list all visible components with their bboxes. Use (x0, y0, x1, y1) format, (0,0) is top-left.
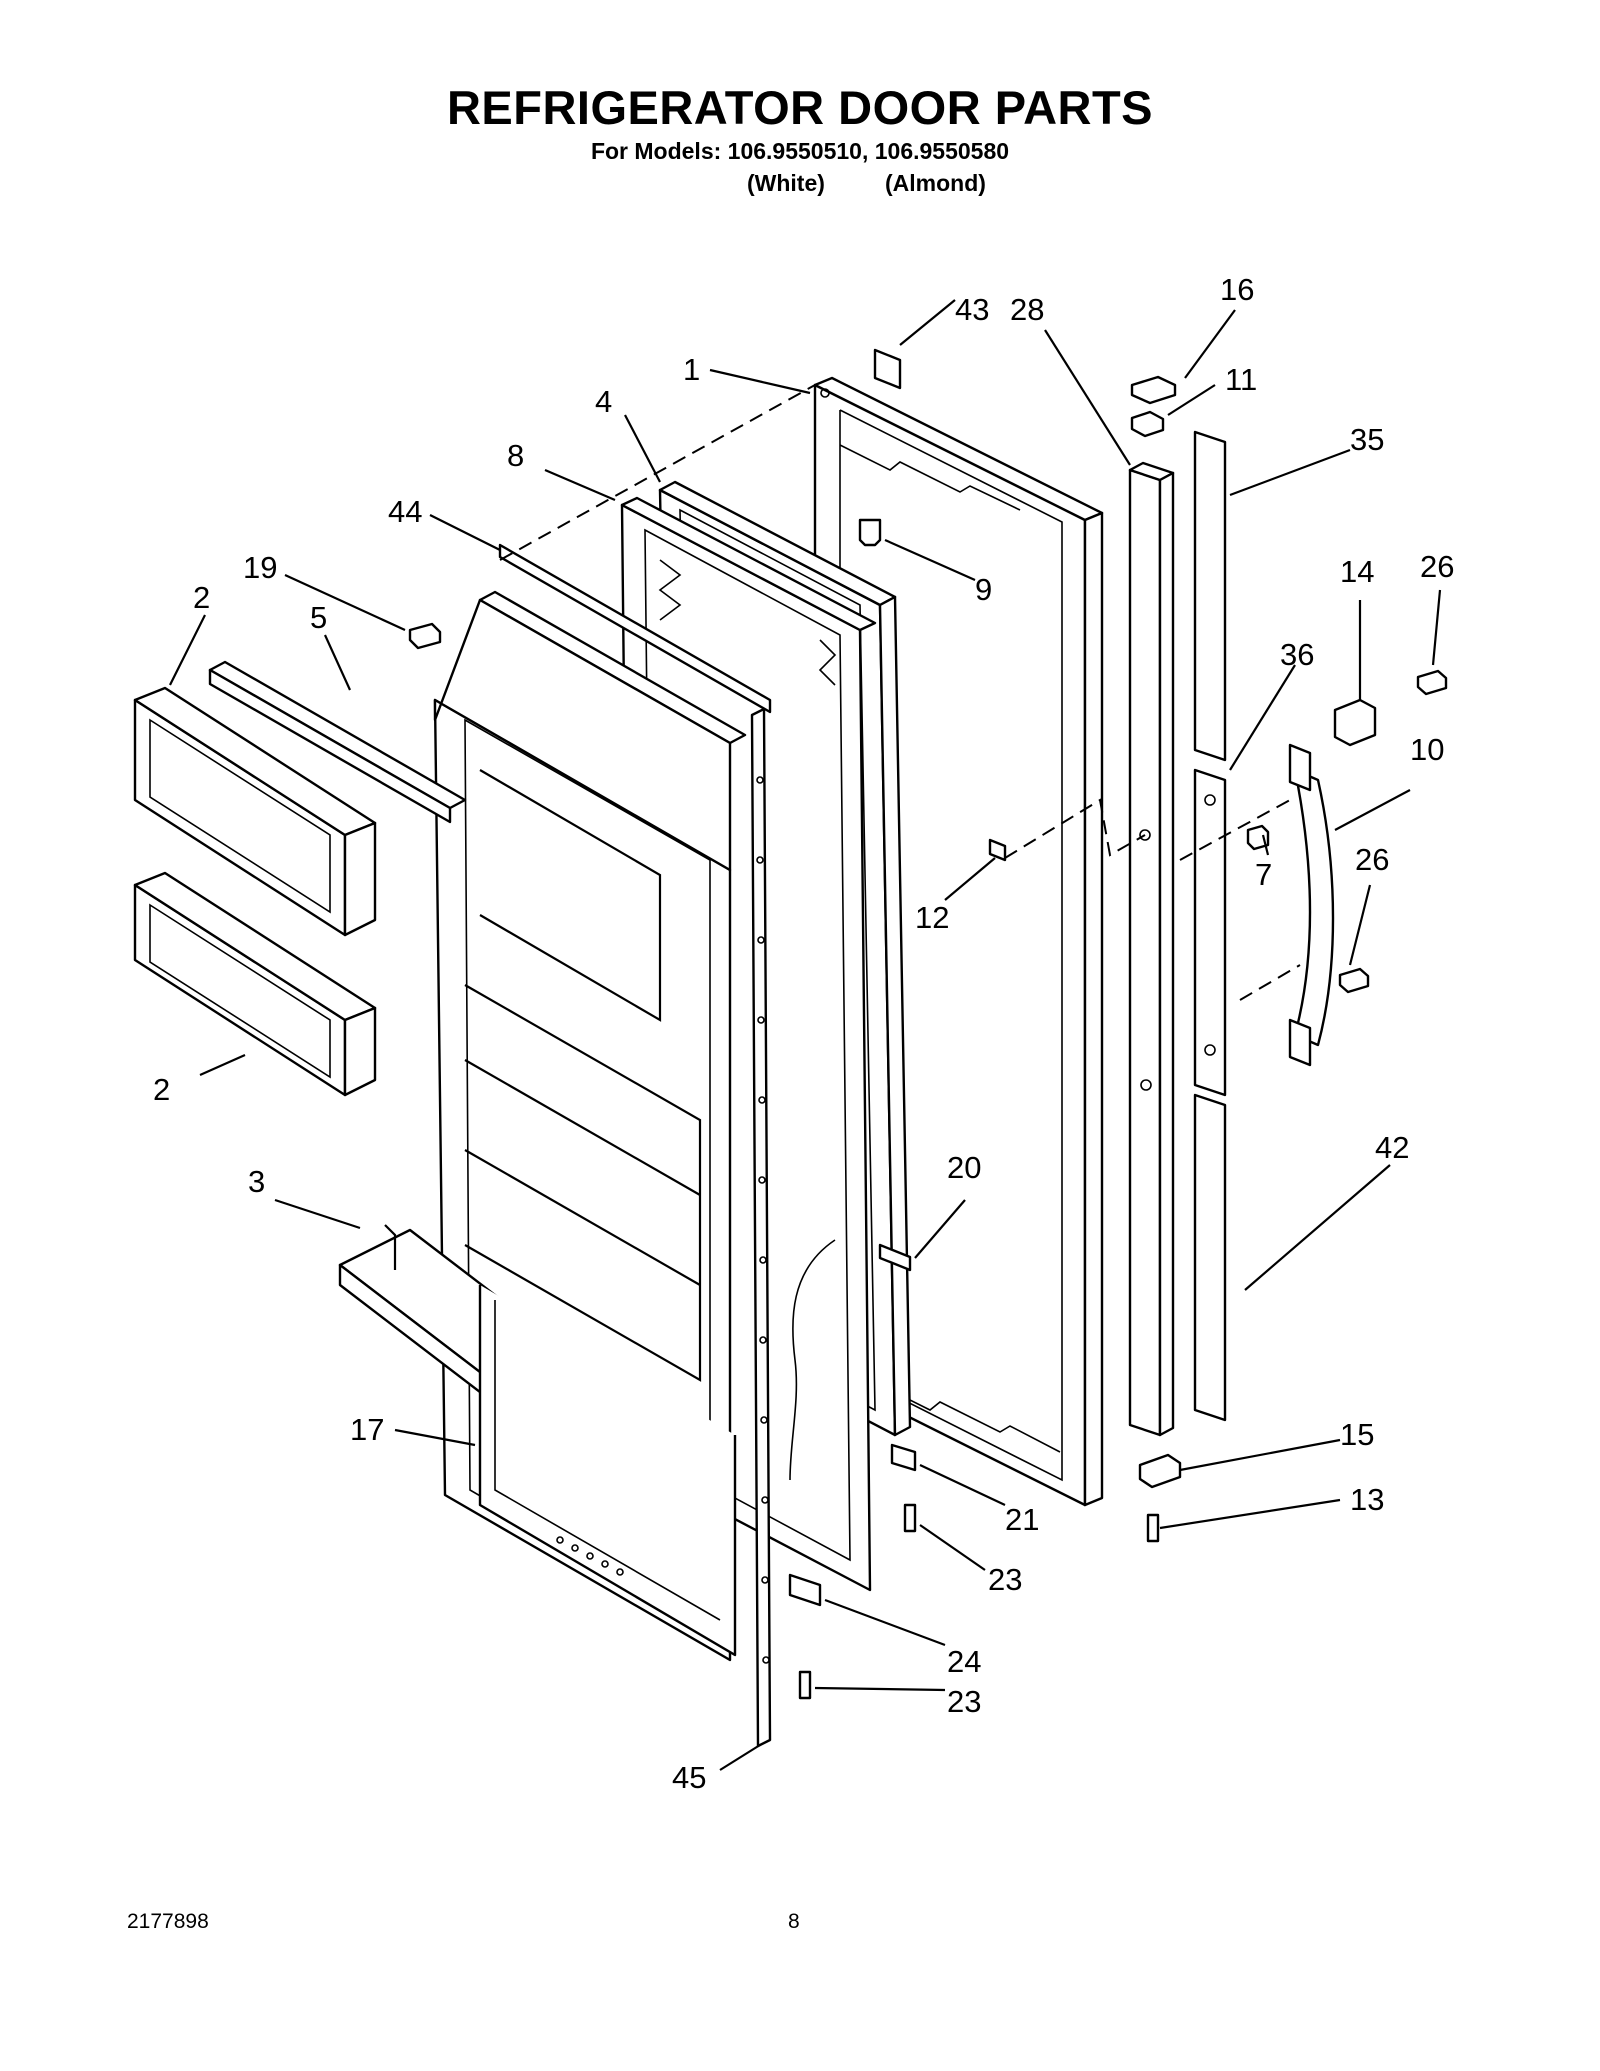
label-plate (873, 348, 902, 390)
callout-11: 11 (1225, 362, 1257, 397)
callout-28: 28 (1010, 292, 1044, 327)
callout-9: 9 (975, 572, 992, 607)
hinge-shim-11 (1130, 410, 1165, 438)
callout-labels: 43 28 16 1 11 35 4 8 9 44 19 14 26 2 5 3… (153, 272, 1454, 1795)
callout-24: 24 (947, 1644, 981, 1679)
callout-2-lower: 2 (153, 1072, 170, 1107)
callout-20: 20 (947, 1150, 981, 1185)
hinge-pin-bracket-21 (890, 1443, 917, 1472)
callout-23-upper: 23 (988, 1562, 1022, 1597)
callout-17: 17 (350, 1412, 384, 1447)
side-trim (750, 707, 772, 1748)
bottom-bracket-15 (1138, 1453, 1182, 1489)
callout-4: 4 (595, 384, 612, 419)
hinge-channel (1128, 461, 1175, 1437)
callout-1: 1 (683, 352, 700, 387)
callout-15: 15 (1340, 1417, 1374, 1452)
bottom-hinge-24 (788, 1573, 822, 1607)
callout-21: 21 (1005, 1502, 1039, 1537)
trim-strip-middle (1193, 768, 1227, 1097)
trim-strip-lower (1193, 1093, 1227, 1422)
doc-number: 2177898 (127, 1910, 209, 1933)
callout-12: 12 (915, 900, 949, 935)
callout-45: 45 (672, 1760, 706, 1795)
callout-5: 5 (310, 600, 327, 635)
callout-42: 42 (1375, 1130, 1409, 1165)
shelf-cover (208, 660, 467, 824)
door-stop-9 (858, 518, 882, 547)
callout-7: 7 (1255, 857, 1272, 892)
screws (408, 622, 1448, 1700)
wiring (789, 1239, 836, 1481)
alignment-line-top (499, 384, 816, 561)
models-subtitle: For Models: 106.9550510, 106.9550580 (590, 138, 1010, 164)
door-bin-lower (133, 871, 377, 1097)
callout-26-upper: 26 (1420, 549, 1454, 584)
page-number: 8 (788, 1910, 800, 1933)
variant-white: (White) (747, 170, 825, 196)
callout-2-upper: 2 (193, 580, 210, 615)
callout-14: 14 (1340, 554, 1374, 589)
alignment-line-handle-bottom (1239, 964, 1301, 1001)
callout-26-lower: 26 (1355, 842, 1389, 877)
clip-12 (988, 838, 1007, 862)
trim-strip-upper (1193, 430, 1227, 762)
door-handle (1288, 743, 1335, 1067)
door-bin-upper (133, 686, 377, 937)
callout-43: 43 (955, 292, 989, 327)
page-title: REFRIGERATOR DOOR PARTS (446, 81, 1154, 134)
callout-35: 35 (1350, 422, 1384, 457)
callout-36: 36 (1280, 637, 1314, 672)
callout-10: 10 (1410, 732, 1444, 767)
hinge-bracket-16 (1130, 375, 1177, 405)
handle-end-cap (1333, 698, 1377, 747)
callout-44: 44 (388, 494, 422, 529)
callout-3: 3 (248, 1164, 265, 1199)
top-trim (498, 543, 772, 714)
callout-13: 13 (1350, 1482, 1384, 1517)
callout-23-lower: 23 (947, 1684, 981, 1719)
bracket-20 (878, 1243, 912, 1272)
callout-19: 19 (243, 550, 277, 585)
callout-8: 8 (507, 438, 524, 473)
base-trim (478, 1285, 737, 1657)
callout-leaders (169, 299, 1442, 1771)
side-trim-screws (756, 776, 770, 1664)
variant-almond: (Almond) (885, 170, 986, 196)
callout-16: 16 (1220, 272, 1254, 307)
alignment-line-hinge (1004, 798, 1146, 859)
